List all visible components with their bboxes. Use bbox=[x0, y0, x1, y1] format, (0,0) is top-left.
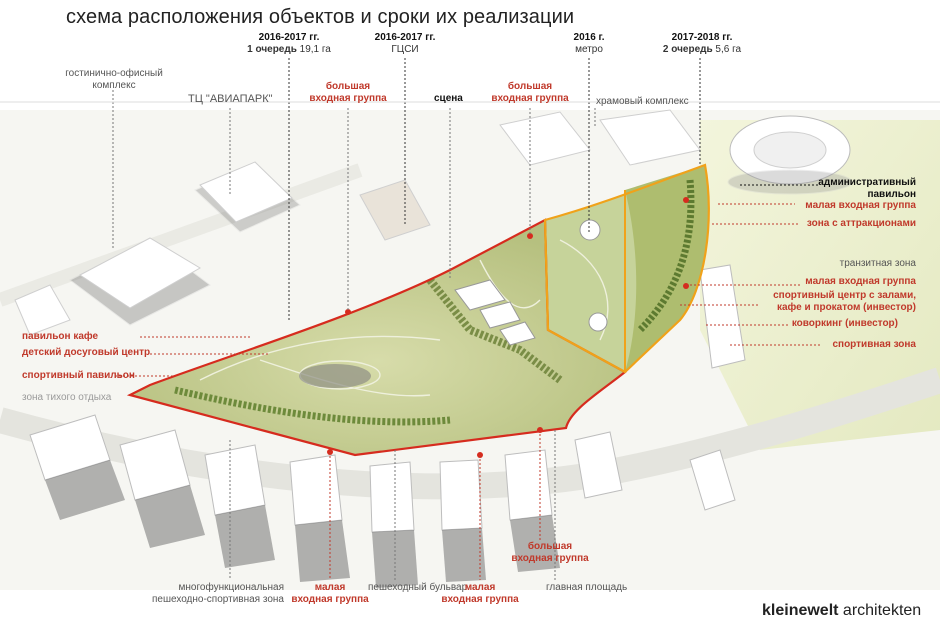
stage-buildings bbox=[454, 279, 536, 346]
housing-shadows bbox=[45, 460, 560, 588]
multifunctional-line-1: многофункциональная bbox=[178, 582, 284, 593]
big-entrance-3-label: большая входная группа bbox=[500, 541, 600, 565]
phase-1-label: 2016-2017 гг. 1 очередь 19,1 га bbox=[234, 32, 344, 56]
admin-pavilion-line-1: административный bbox=[818, 177, 916, 188]
phase-1-date: 2016-2017 гг. bbox=[258, 32, 320, 43]
label-leaders bbox=[112, 90, 820, 580]
phase-2-name: 2 очередь bbox=[662, 44, 713, 55]
small-entrance-b-label: малая входная группа bbox=[430, 582, 530, 606]
phase-1-area: 19,1 га bbox=[296, 44, 331, 55]
phase-2-label: 2017-2018 гг. 2 очередь 5,6 га bbox=[654, 32, 750, 56]
small-entrance-a-label: малая входная группа bbox=[280, 582, 380, 606]
phase-gcsi-label: 2016-2017 гг. ГЦСИ bbox=[352, 32, 458, 56]
sport-center-building bbox=[588, 312, 608, 332]
big-entrance-2-line-1: большая bbox=[507, 81, 553, 92]
phase-1-name: 1 очередь bbox=[247, 44, 297, 55]
small-entrance-a-line-2: входная группа bbox=[291, 594, 369, 605]
main-square-label: главная площадь bbox=[546, 582, 628, 593]
aviapark-label: ТЦ "АВИАПАРК" bbox=[188, 93, 273, 105]
sport-pavilion-label: спортивный павильон bbox=[22, 370, 135, 381]
phase-2-date: 2017-2018 гг. bbox=[671, 32, 733, 43]
brand-logo: kleinewelt architekten bbox=[762, 602, 921, 620]
brand-light: architekten bbox=[838, 602, 922, 619]
sport-center-line-1: спортивный центр с залами, bbox=[773, 290, 916, 301]
transit-zone-label: транзитная зона bbox=[839, 258, 916, 269]
metro-date: 2016 г. bbox=[573, 32, 605, 43]
context-green-right bbox=[700, 120, 940, 450]
page-title: схема расположения объектов и сроки их р… bbox=[66, 6, 575, 28]
sport-center-line-2: кафе и прокатом (инвестор) bbox=[776, 302, 916, 313]
phase-2-boundary bbox=[543, 163, 710, 374]
big-entrance-2-label: большая входная группа bbox=[480, 81, 580, 105]
multifunctional-line-2: пешеходно-спортивная зона bbox=[151, 594, 284, 605]
small-entrance-b-line-2: входная группа bbox=[441, 594, 519, 605]
sport-zone-label: спортивная зона bbox=[832, 339, 916, 350]
metro-pavilion bbox=[579, 219, 601, 241]
small-entrance-1-label: малая входная группа bbox=[805, 200, 916, 211]
context-buildings bbox=[14, 109, 853, 336]
boulevard-label: пешеходный бульвар bbox=[368, 582, 468, 593]
park-phase-1 bbox=[130, 220, 625, 455]
big-entrance-1-line-2: входная группа bbox=[309, 93, 387, 104]
stage-label: сцена bbox=[434, 93, 463, 104]
big-entrance-1-label: большая входная группа bbox=[298, 81, 398, 105]
context-road-1 bbox=[0, 163, 363, 307]
small-entrance-a-line-1: малая bbox=[314, 582, 346, 593]
phase-metro-label: 2016 г. метро bbox=[555, 32, 623, 56]
big-entrance-2-line-2: входная группа bbox=[491, 93, 569, 104]
phase-leaders bbox=[288, 58, 701, 320]
gcsi-name: ГЦСИ bbox=[391, 44, 419, 55]
gcsi-date: 2016-2017 гг. bbox=[374, 32, 436, 43]
temple-complex-label: храмовый комплекс bbox=[596, 96, 689, 107]
small-entrance-b-line-1: малая bbox=[464, 582, 496, 593]
quiet-zone-label: зона тихого отдыха bbox=[22, 392, 112, 403]
admin-pavilion-line-2: павильон bbox=[867, 189, 916, 200]
multifunctional-zone-label: многофункциональная пешеходно-спортивная… bbox=[148, 582, 284, 606]
phase-1-boundary bbox=[126, 218, 627, 457]
tree-row-stage bbox=[426, 277, 563, 384]
big-entrance-1-line-1: большая bbox=[325, 81, 371, 92]
coworking-label: коворкинг (инвестор) bbox=[791, 318, 898, 329]
lawn-shadow bbox=[299, 364, 371, 388]
hotel-office-line-2: комплекс bbox=[92, 80, 136, 91]
hotel-office-label: гостинично-офисный комплекс bbox=[52, 68, 176, 92]
admin-pavilion-label: административный павильон bbox=[790, 177, 916, 201]
phase-2-area: 5,6 га bbox=[712, 44, 742, 55]
big-entrance-3-line-2: входная группа bbox=[511, 553, 589, 564]
cafe-pavilion-label: павильон кафе bbox=[22, 331, 99, 342]
tree-row-south bbox=[174, 386, 451, 426]
housing-blocks bbox=[29, 264, 746, 533]
metro-name: метро bbox=[575, 44, 603, 55]
brand-bold: kleinewelt bbox=[762, 602, 839, 619]
hotel-office-line-1: гостинично-офисный bbox=[65, 68, 163, 79]
sport-center-label: спортивный центр с залами, кафе и прокат… bbox=[740, 290, 916, 314]
tree-row-east bbox=[637, 179, 695, 333]
big-entrance-3-line-1: большая bbox=[527, 541, 573, 552]
small-entrance-2-label: малая входная группа bbox=[805, 276, 916, 287]
attractions-zone-label: зона с аттракционами bbox=[806, 218, 916, 229]
kids-center-label: детский досуговый центр bbox=[22, 347, 151, 358]
